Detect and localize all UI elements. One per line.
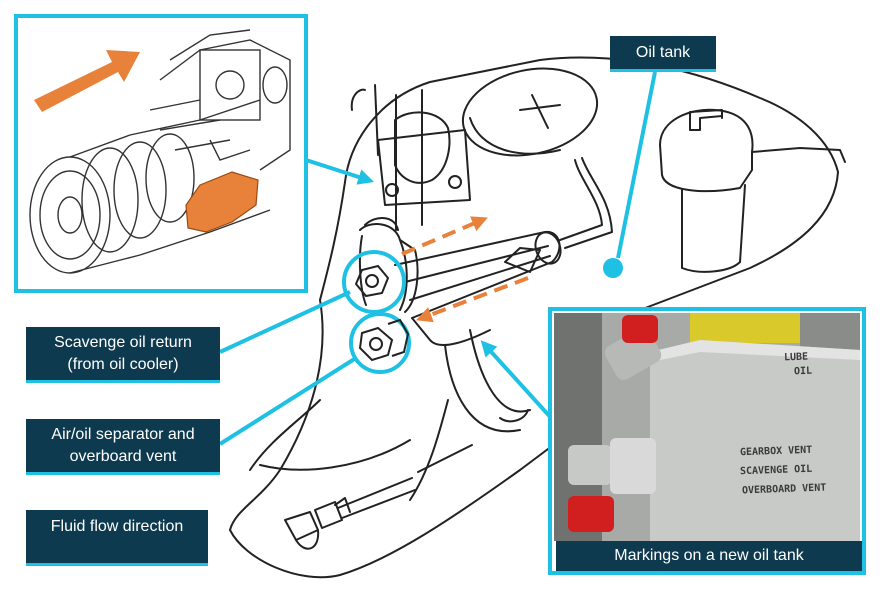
leader-oil-tank-dot [603,258,623,278]
leader-separator [218,356,358,446]
flow-arrow-upper [401,216,488,256]
flow-legend: Fluid flow direction [26,510,208,566]
leader-lines [218,71,657,446]
separator-label-line1: Air/oil separator and [51,425,195,443]
flow-arrows [401,216,529,323]
photo-inset [548,307,866,575]
scavenge-fitting-circle [342,250,406,314]
stencil-lube: LUBE [783,351,809,364]
separator-label-line2: overboard vent [69,447,177,465]
markings-caption-text: Markings on a new oil tank [614,547,804,564]
leader-engine-inset [305,158,375,185]
tank-line-drawing [229,56,846,579]
forward-arrow-icon [34,50,140,112]
engine-tank-highlight [185,171,259,233]
scavenge-label-line2: (from oil cooler) [67,355,179,373]
scavenge-label: Scavenge oil return (from oil cooler) [26,327,220,383]
markings-caption: Markings on a new oil tank [556,541,862,571]
engine-inset [14,14,308,293]
leader-photo-inset [480,340,555,422]
flow-legend-text: Fluid flow direction [50,518,184,535]
stencil-oil: OIL [793,365,813,378]
scavenge-label-line1: Scavenge oil return [54,333,192,351]
fitting-callouts [342,250,411,374]
oil-tank-label: Oil tank [610,36,716,72]
separator-label: Air/oil separator and overboard vent [26,419,220,475]
oil-tank-label-text: Oil tank [635,43,691,61]
leader-oil-tank [616,71,657,259]
flow-arrow-lower [416,276,529,323]
separator-fitting-circle [349,312,411,374]
leader-scavenge [219,290,351,354]
